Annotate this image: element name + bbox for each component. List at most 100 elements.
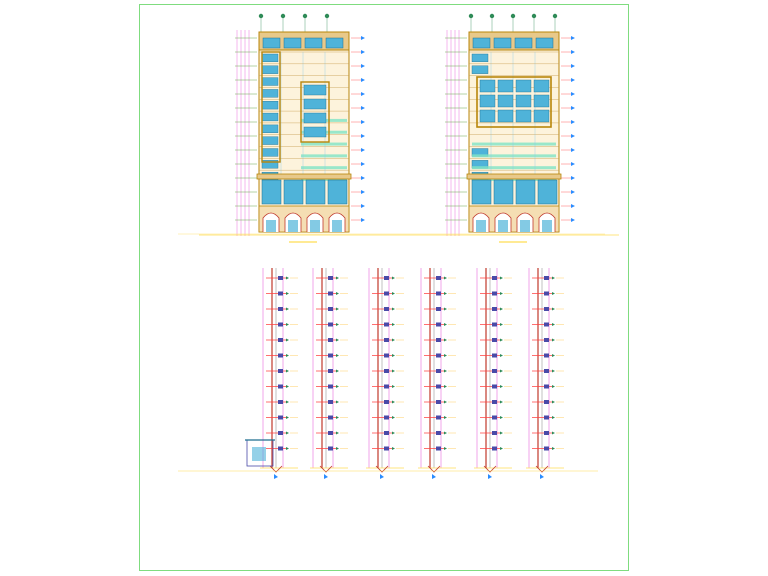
- section-marker: [488, 474, 492, 479]
- footing: [319, 465, 333, 473]
- level-marker: [286, 431, 289, 435]
- section-marker: [274, 474, 278, 479]
- slab-detail: [328, 276, 333, 280]
- slab-detail: [492, 322, 497, 327]
- podium-window: [515, 179, 536, 205]
- slab-detail: [278, 307, 283, 311]
- window: [497, 94, 514, 108]
- axis-bubble: [552, 13, 558, 19]
- window: [261, 136, 279, 145]
- footing: [483, 465, 497, 473]
- crown-window: [304, 37, 323, 49]
- footing: [375, 465, 389, 473]
- podium-cornice: [256, 173, 352, 180]
- level-marker: [336, 323, 339, 326]
- slab-detail: [278, 384, 283, 389]
- level-marker: [336, 354, 339, 357]
- crown-window: [514, 37, 533, 49]
- axis-bubble: [280, 13, 286, 19]
- slab-detail: [278, 322, 283, 327]
- window: [261, 65, 279, 74]
- slab-detail: [544, 369, 549, 373]
- axis-bubble: [531, 13, 537, 19]
- slab-detail: [328, 353, 333, 358]
- slab-detail: [544, 415, 549, 420]
- level-marker: [361, 64, 365, 68]
- podium-window: [471, 179, 492, 205]
- level-marker: [336, 385, 339, 388]
- slab-detail: [544, 353, 549, 358]
- slab-detail: [328, 446, 333, 451]
- level-marker: [571, 50, 575, 54]
- slab-detail: [492, 446, 497, 451]
- level-marker: [286, 416, 289, 419]
- level-marker: [552, 276, 555, 280]
- level-marker: [500, 323, 503, 326]
- window: [303, 112, 327, 124]
- slab-detail: [278, 446, 283, 451]
- level-marker: [361, 36, 365, 40]
- section-marker: [380, 474, 384, 479]
- podium-cornice: [466, 173, 562, 180]
- window: [261, 112, 279, 122]
- window: [479, 94, 496, 108]
- footing: [427, 465, 441, 473]
- level-marker: [444, 354, 447, 357]
- level-marker: [286, 307, 289, 311]
- slab-detail: [384, 369, 389, 373]
- level-marker: [392, 447, 395, 450]
- podium-window: [305, 179, 326, 205]
- level-marker: [500, 416, 503, 419]
- podium-window: [261, 179, 282, 205]
- slab-detail: [384, 446, 389, 451]
- drawing-sheet-frame: [139, 4, 629, 571]
- canopy-glass: [252, 447, 266, 461]
- level-marker: [552, 369, 555, 373]
- level-marker: [552, 338, 555, 342]
- level-marker: [444, 416, 447, 419]
- crown-window: [283, 37, 302, 49]
- window: [261, 101, 279, 110]
- window: [497, 109, 514, 123]
- crown-window: [472, 37, 491, 49]
- window: [479, 79, 496, 93]
- level-marker: [336, 400, 339, 404]
- crown-window: [535, 37, 554, 49]
- level-marker: [361, 190, 365, 194]
- window: [497, 79, 514, 93]
- window-frame-block: [300, 81, 330, 143]
- door: [542, 220, 552, 232]
- level-marker: [361, 204, 365, 208]
- slab-detail: [544, 446, 549, 451]
- level-marker: [286, 276, 289, 280]
- level-marker: [444, 447, 447, 450]
- level-marker: [336, 416, 339, 419]
- window: [533, 109, 550, 123]
- slab-detail: [278, 415, 283, 420]
- balcony-band: [472, 178, 556, 181]
- level-marker: [552, 354, 555, 357]
- level-marker: [571, 176, 575, 180]
- level-marker: [444, 338, 447, 342]
- window: [515, 109, 532, 123]
- slab-detail: [544, 431, 549, 435]
- level-marker: [571, 134, 575, 138]
- slab-detail: [436, 307, 441, 311]
- window: [261, 160, 279, 169]
- slab-detail: [436, 338, 441, 342]
- level-marker: [392, 400, 395, 404]
- level-marker: [500, 292, 503, 295]
- level-marker: [444, 385, 447, 388]
- footing: [535, 465, 549, 473]
- level-marker: [444, 276, 447, 280]
- axis-bubble: [324, 13, 330, 19]
- slab-detail: [492, 353, 497, 358]
- axis-bubble: [302, 13, 308, 19]
- slab-detail: [492, 415, 497, 420]
- level-marker: [286, 369, 289, 373]
- slab-detail: [544, 291, 549, 296]
- podium-window: [493, 179, 514, 205]
- window: [261, 89, 279, 98]
- slab-detail: [492, 384, 497, 389]
